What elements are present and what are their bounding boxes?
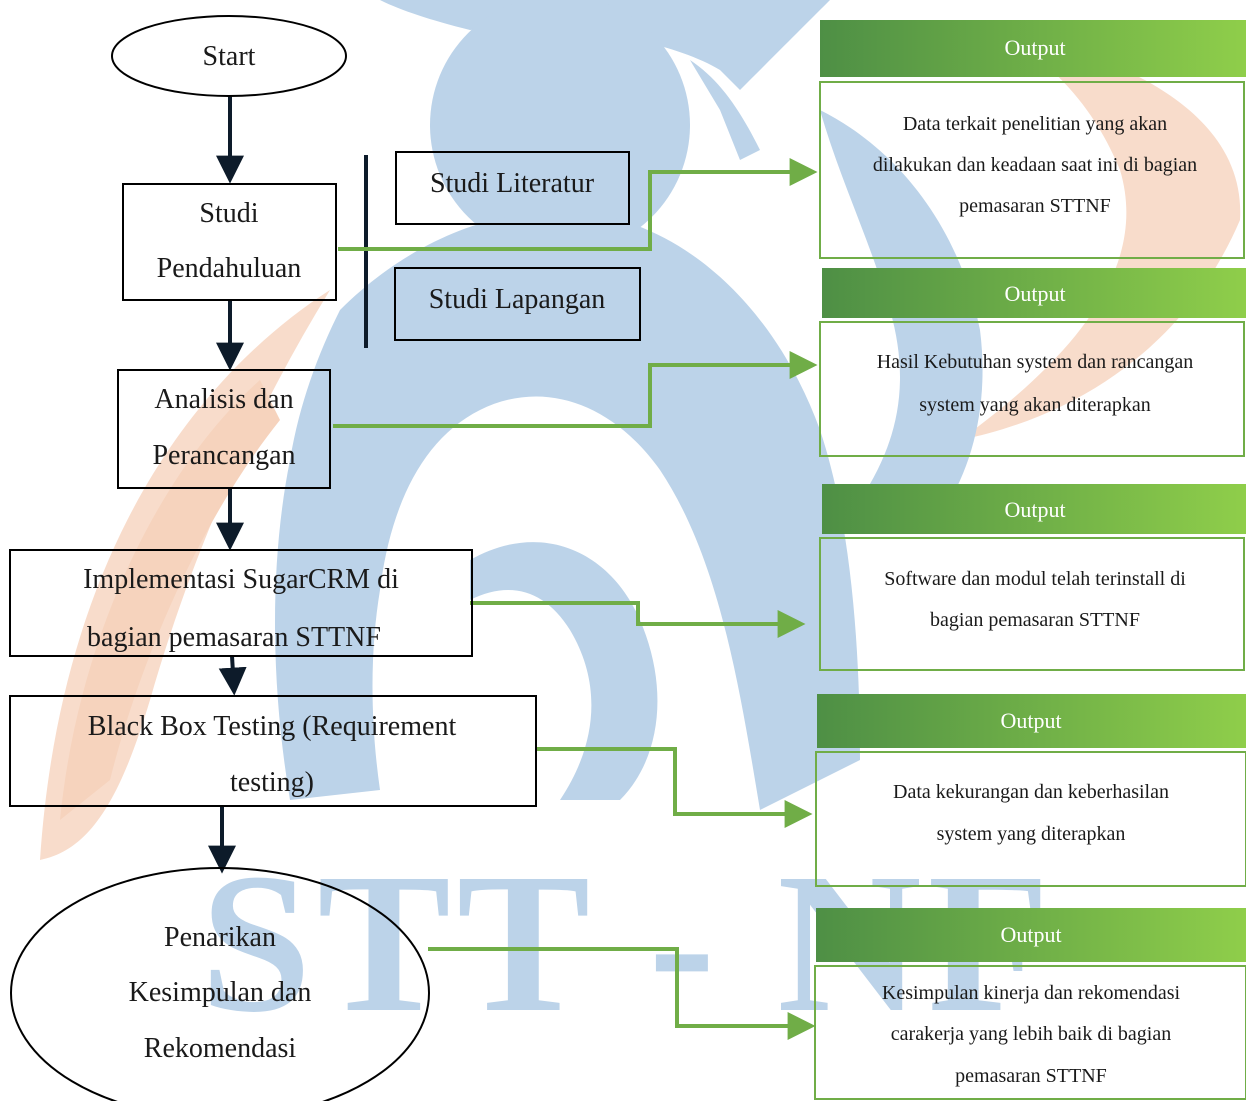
studi-pendahuluan-line-2: Pendahuluan [157,253,302,284]
output-box-1: Output Data terkait penelitian yang akan… [819,20,1246,259]
output-box-4: Output Data kekurangan dan keberhasilan … [815,694,1246,887]
flow-arrows [208,96,247,874]
output-title-3: Output [1004,497,1065,522]
blackbox-line-2: testing) [230,767,314,798]
analisis-node: Analisis dan Perancangan [117,369,331,489]
penarikan-line-1: Penarikan [164,922,276,953]
penarikan-node: Penarikan Kesimpulan dan Rekomendasi [10,867,430,1101]
output-3-line-1: Software dan modul telah terinstall di [884,568,1186,590]
output-1-line-1: Data terkait penelitian yang akan [903,113,1167,135]
output-connectors [333,158,818,1040]
studi-literatur-node: Studi Literatur [395,151,630,225]
watermark-logo: STT - NF [40,0,1241,1054]
analisis-line-1: Analisis dan [154,384,293,415]
output-box-3: Output Software dan modul telah terinsta… [819,484,1246,671]
output-1-line-3: pemasaran STTNF [959,195,1111,217]
output-1-line-2: dilakukan dan keadaan saat ini di bagian [873,154,1197,176]
studi-pendahuluan-node: Studi Pendahuluan [122,183,337,301]
blackbox-line-1: Black Box Testing (Requirement [88,711,457,742]
output-3-line-2: bagian pemasaran STTNF [930,609,1140,631]
output-5-line-1: Kesimpulan kinerja dan rekomendasi [882,982,1181,1004]
output-title-5: Output [1000,922,1061,947]
output-title-4: Output [1000,708,1061,733]
output-2-line-1: Hasil Kebutuhan system dan rancangan [877,351,1194,373]
start-label: Start [203,41,256,72]
implementasi-line-1: Implementasi SugarCRM di [83,564,399,595]
studi-lapangan-label: Studi Lapangan [429,284,606,315]
output-4-line-2: system yang diterapkan [937,823,1126,845]
output-title-1: Output [1004,35,1065,60]
output-2-line-2: system yang akan diterapkan [919,394,1151,416]
output-5-line-2: carakerja yang lebih baik di bagian [891,1023,1171,1045]
penarikan-line-3: Rekomendasi [144,1033,297,1064]
output-box-5: Output Kesimpulan kinerja dan rekomendas… [814,908,1246,1100]
studi-pendahuluan-line-1: Studi [199,198,258,229]
implementasi-line-2: bagian pemasaran STTNF [87,622,381,653]
start-node: Start [111,15,347,97]
studi-literatur-label: Studi Literatur [430,168,595,199]
analisis-line-2: Perancangan [152,440,295,471]
output-title-2: Output [1004,281,1065,306]
studi-lapangan-node: Studi Lapangan [394,267,641,341]
blackbox-node: Black Box Testing (Requirement testing) [9,695,537,807]
output-box-2: Output Hasil Kebutuhan system dan rancan… [819,268,1246,457]
output-4-line-1: Data kekurangan dan keberhasilan [893,781,1169,803]
penarikan-line-2: Kesimpulan dan [129,977,312,1008]
output-5-line-3: pemasaran STTNF [955,1065,1107,1087]
implementasi-node: Implementasi SugarCRM di bagian pemasara… [9,549,473,657]
